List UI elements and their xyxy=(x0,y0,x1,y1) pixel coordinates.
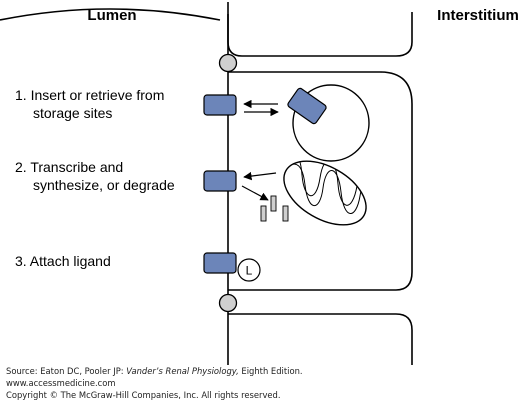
figure-caption: Source: Eaton DC, Pooler JP: Vander’s Re… xyxy=(6,365,303,401)
lumen-label: Lumen xyxy=(87,7,136,24)
protein-fragment-2 xyxy=(270,195,277,212)
membrane-transporter-2 xyxy=(203,170,237,192)
copyright-line: Copyright © The McGraw-Hill Companies, I… xyxy=(6,390,281,400)
source-suffix: Eighth Edition. xyxy=(238,366,303,376)
mitochondrion-cristae-a xyxy=(277,163,377,214)
step-2-line-2: synthesize, or degrade xyxy=(33,177,175,193)
step-3-line-1: 3. Attach ligand xyxy=(15,253,111,269)
main-cell-outline xyxy=(228,71,413,291)
lumen-tubule-top-curve xyxy=(0,8,221,21)
stored-transporter xyxy=(287,87,327,125)
interstitium-label: Interstitium xyxy=(437,7,519,24)
tight-junction-top xyxy=(218,53,238,73)
step-1-line-2: storage sites xyxy=(33,105,112,121)
website-line: www.accessmedicine.com xyxy=(6,378,116,388)
ligand-label: L xyxy=(246,264,253,278)
renal-cell-diagram: L Lumen Interstitium 1. Insert or retrie… xyxy=(0,2,519,365)
step-1-line-1: 1. Insert or retrieve from xyxy=(15,87,164,103)
source-prefix: Source: Eaton DC, Pooler JP: xyxy=(6,366,127,376)
membrane-transporter-3 xyxy=(203,252,237,274)
step-2-line-1: 2. Transcribe and xyxy=(15,159,123,175)
upper-cell-outline xyxy=(227,12,413,57)
source-line: Source: Eaton DC, Pooler JP: Vander’s Re… xyxy=(6,365,303,377)
ligand-circle xyxy=(237,258,261,282)
membrane-transporter-1 xyxy=(203,94,237,116)
lower-cell-outline xyxy=(228,313,413,365)
book-title: Vander’s Renal Physiology, xyxy=(126,366,239,376)
protein-fragment-1 xyxy=(260,205,267,222)
protein-fragment-3 xyxy=(282,205,289,222)
tight-junction-bottom xyxy=(218,293,238,313)
arrow-degrade xyxy=(241,185,269,201)
arrow-synthesize xyxy=(243,171,277,181)
mitochondrion xyxy=(277,153,377,226)
